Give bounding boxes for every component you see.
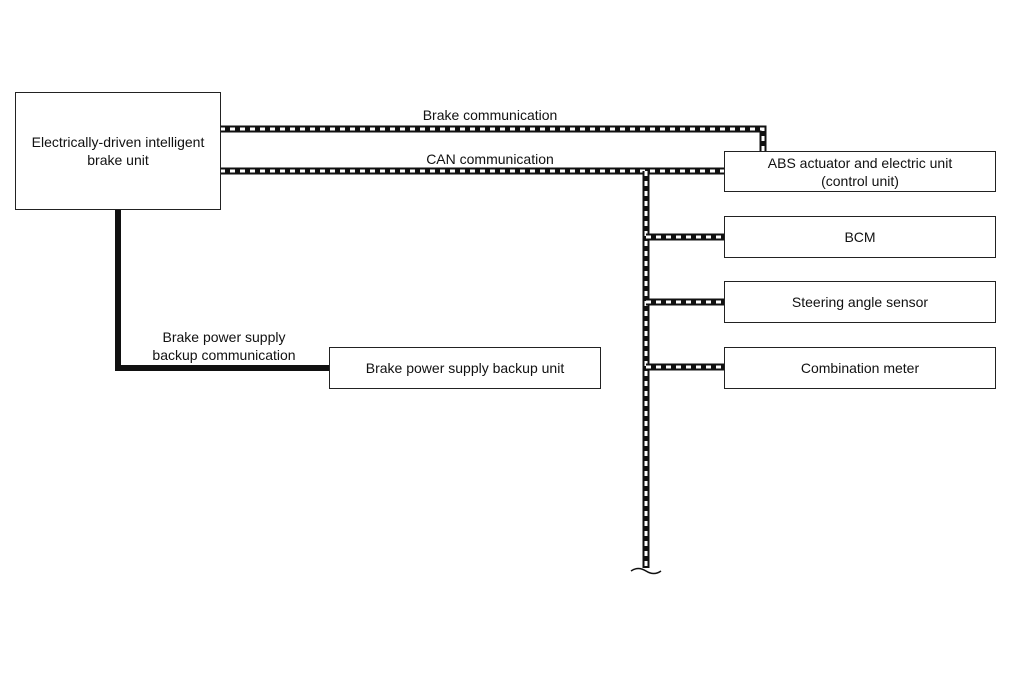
brake-unit-label: Electrically-driven intelligent brake un… [31,134,205,168]
steering-sensor-box: Steering angle sensor [724,281,996,323]
backup-unit-box: Brake power supply backup unit [329,347,601,389]
combination-meter-label: Combination meter [800,360,920,376]
backup-unit-label: Brake power supply backup unit [365,360,565,376]
brake-communication-label: Brake communication [422,107,558,123]
abs-unit-box: ABS actuator and electric unit (control … [724,151,996,192]
backup-communication-line [115,208,330,371]
can-bus-line [220,167,725,568]
abs-unit-label: ABS actuator and electric unit (control … [767,154,953,189]
can-communication-label: CAN communication [426,151,554,167]
bus-continuation-mark [630,567,662,575]
steering-sensor-label: Steering angle sensor [791,294,929,310]
backup-communication-label: Brake power supply backup communication [152,329,296,363]
bcm-box: BCM [724,216,996,258]
combination-meter-box: Combination meter [724,347,996,389]
brake-unit-box: Electrically-driven intelligent brake un… [15,92,221,210]
bcm-label: BCM [844,229,876,245]
brake-communication-line [220,125,767,151]
